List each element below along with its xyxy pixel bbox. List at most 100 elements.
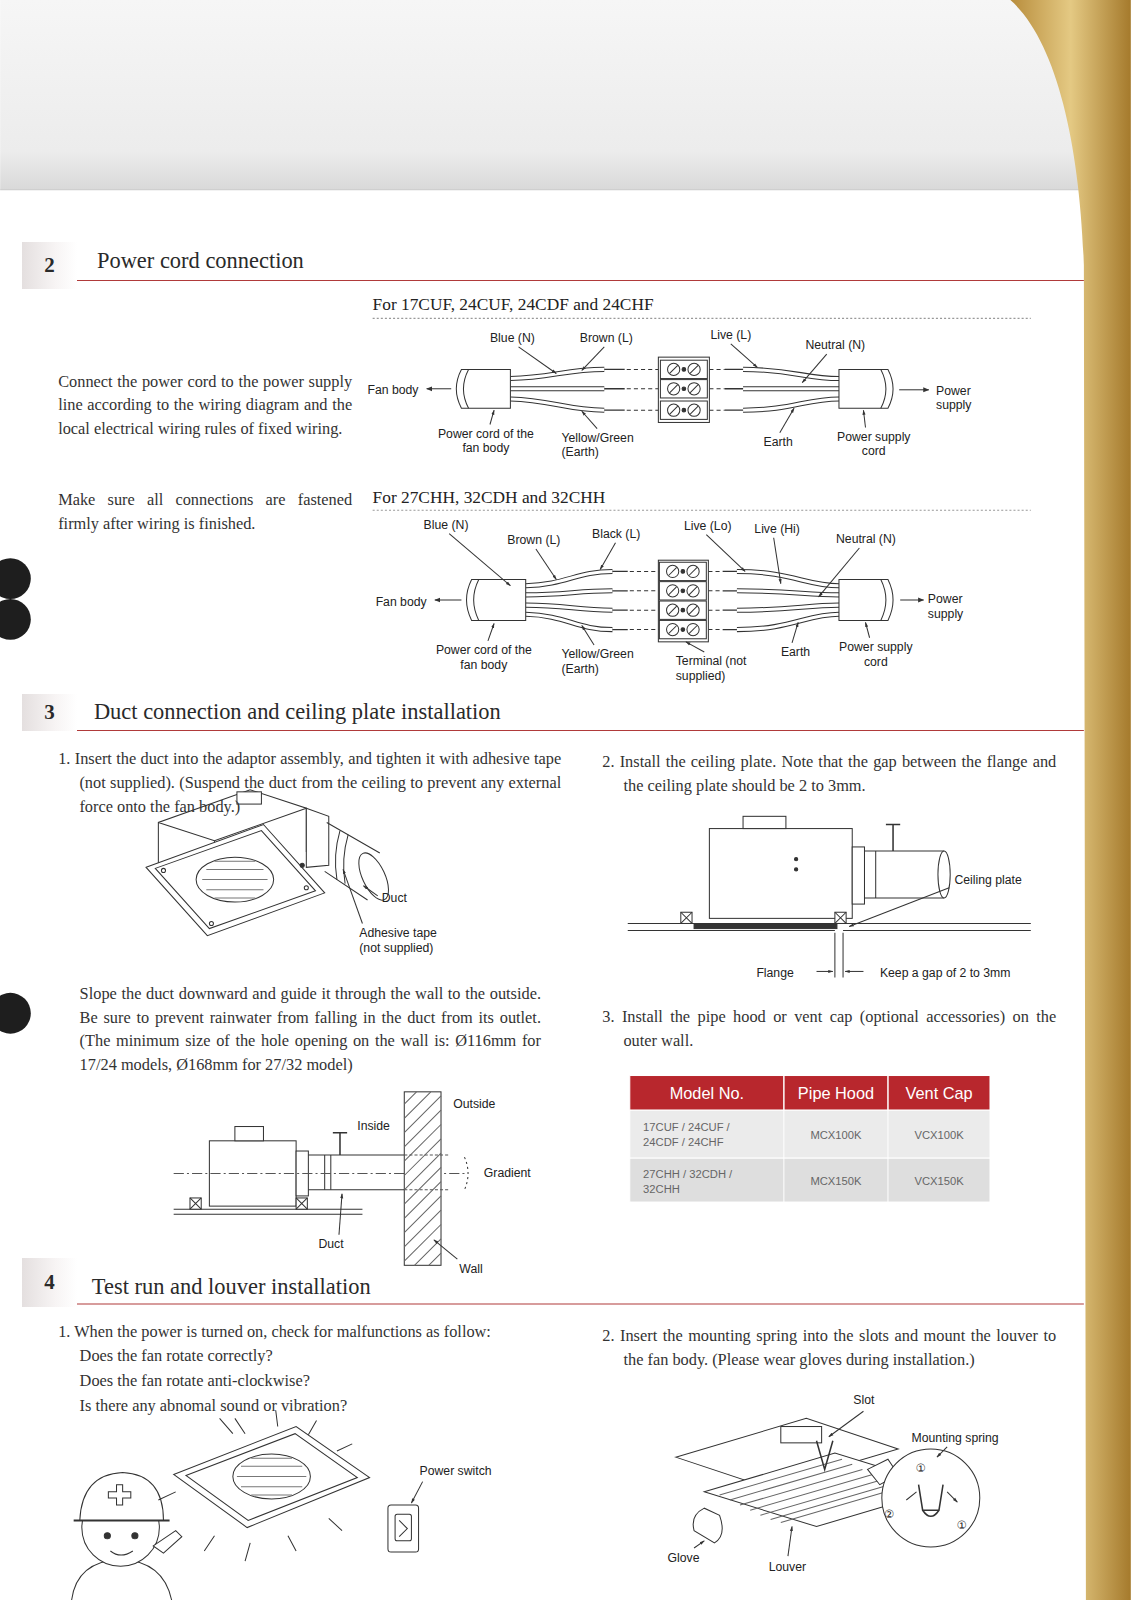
wall-duct-illustration — [404, 1092, 441, 1265]
wire-label: Neutral (N) — [836, 532, 896, 547]
wiring-diagram-2 — [449, 534, 510, 586]
wall-duct-illustration — [190, 1198, 201, 1209]
wiring-diagram-2 — [866, 622, 870, 637]
model-subheading: For 27CHH, 32CDH and 32CHH — [373, 488, 606, 509]
wiring-diagram-1 — [660, 380, 707, 398]
page-background — [0, 0, 1131, 190]
duct-connection-illustration — [304, 886, 308, 890]
part-label: Adhesive tape (not supplied) — [359, 926, 453, 955]
section-number-box: 3 — [22, 694, 76, 731]
table-cell: MCX100K — [784, 1128, 888, 1143]
wire-label: Brown (L) — [507, 533, 560, 548]
part-label: Wall — [459, 1262, 482, 1277]
section-number-box: 2 — [22, 242, 76, 289]
table-header: Pipe Hood — [784, 1084, 888, 1104]
part-label: Power cord of the fan body — [437, 427, 535, 456]
duct-connection-illustration — [237, 792, 261, 804]
page-background — [1010, 0, 1130, 1600]
section-number: 3 — [44, 700, 55, 725]
section-heading: Duct connection and ceiling plate instal… — [94, 699, 501, 726]
page-background — [0, 993, 31, 1034]
section-rules — [77, 1304, 1084, 1305]
duct-connection-illustration — [363, 886, 377, 896]
wall-duct-illustration — [404, 1092, 441, 1265]
duct-connection-illustration — [155, 831, 315, 929]
ceiling-plate-illustration — [886, 824, 900, 851]
ceiling-plate-illustration — [628, 816, 1031, 977]
wiring-diagram-2 — [658, 560, 708, 642]
part-label: Duct — [382, 891, 407, 906]
wall-duct-illustration — [174, 1092, 468, 1265]
wiring-diagram-2 — [706, 535, 745, 572]
wiring-diagram-2 — [435, 534, 924, 652]
wiring-diagram-2 — [774, 538, 781, 584]
wiring-diagram-1 — [780, 408, 794, 432]
wiring-diagram-2 — [792, 622, 798, 642]
wiring-diagram-1 — [660, 360, 707, 378]
accessory-table — [630, 1076, 990, 1203]
wiring-diagram-2 — [474, 580, 479, 621]
ceiling-plate-illustration — [694, 924, 837, 928]
wiring-diagram-1 — [582, 411, 597, 428]
accessory-table — [630, 1158, 990, 1202]
wire-label: Earth — [764, 435, 793, 450]
table-header: Vent Cap — [888, 1084, 990, 1104]
ceiling-plate-illustration — [681, 912, 692, 923]
part-label: Flange — [756, 966, 793, 981]
page-background — [0, 558, 31, 599]
part-label: Power supply cord — [833, 430, 915, 459]
wire-label: Live (Lo) — [684, 519, 732, 534]
part-label: Duct — [318, 1237, 343, 1252]
accessory-table — [887, 1076, 888, 1203]
wire-label: Earth — [781, 645, 810, 660]
test-run-illustration — [110, 1551, 132, 1555]
callout-number: ① — [916, 1463, 926, 1475]
table-header: Model No. — [630, 1084, 784, 1104]
test-run-illustration — [132, 1533, 138, 1539]
subheading-rules — [373, 510, 1031, 511]
section-number: 4 — [44, 1270, 55, 1295]
test-run-illustration — [174, 1427, 370, 1528]
instruction-text: Connect the power cord to the power supp… — [58, 370, 352, 441]
test-run-illustration — [186, 1434, 357, 1521]
wiring-diagram-1 — [731, 344, 758, 367]
wiring-diagram-2 — [881, 580, 886, 621]
ceiling-plate-illustration — [875, 851, 876, 898]
wire-label: Neutral (N) — [805, 338, 865, 353]
wiring-diagram-1 — [456, 369, 510, 408]
louver-illustration — [882, 1449, 980, 1547]
test-run-illustration — [388, 1505, 419, 1552]
section-number: 2 — [44, 253, 55, 278]
louver-illustration — [693, 1508, 722, 1543]
wiring-diagram-1 — [881, 369, 886, 408]
ceiling-plate-illustration — [852, 847, 864, 904]
page-background — [0, 599, 31, 640]
part-label: Fan body — [367, 383, 418, 398]
part-label: Mounting spring — [912, 1431, 999, 1446]
wiring-diagram-2 — [659, 562, 706, 580]
ceiling-plate-illustration — [835, 912, 846, 923]
part-label: Power supply — [936, 384, 985, 413]
wiring-diagram-1 — [519, 347, 557, 374]
table-cell: 27CHH / 32CDH / 32CHH — [643, 1167, 755, 1197]
ceiling-plate-illustration — [794, 868, 797, 871]
part-label: Power supply — [928, 592, 977, 621]
wiring-diagram-1 — [863, 410, 865, 427]
ceiling-plate-illustration — [849, 888, 949, 927]
wall-duct-illustration — [464, 1157, 468, 1190]
louver-illustration — [817, 1441, 833, 1470]
section-number-box: 4 — [22, 1258, 76, 1307]
louver-illustration — [781, 1427, 822, 1443]
ceiling-plate-illustration — [628, 923, 1031, 930]
dimension-label: Keep a gap of 2 to 3mm — [880, 966, 1011, 981]
ceiling-plate-illustration — [794, 858, 797, 861]
wire-label: Live (Hi) — [754, 522, 800, 537]
check-item: Does the fan rotate anti-clockwise? — [80, 1369, 550, 1393]
wiring-diagram-1 — [463, 369, 468, 408]
ceiling-plate-illustration — [864, 851, 944, 898]
ceiling-plate-illustration — [834, 933, 835, 978]
louver-illustration — [906, 1492, 957, 1502]
wiring-diagram-1 — [427, 344, 929, 433]
wall-duct-illustration — [235, 1127, 264, 1141]
